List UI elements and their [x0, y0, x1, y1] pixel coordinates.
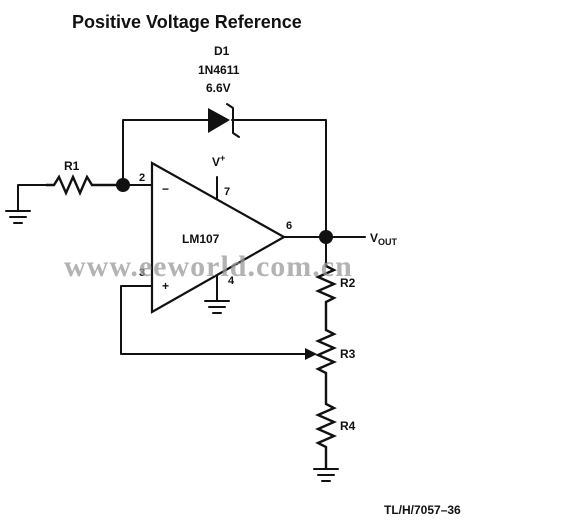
- opamp-pin3-label: 3: [139, 267, 145, 279]
- diode-triangle: [208, 108, 230, 133]
- diode-voltage-label: 6.6V: [206, 81, 231, 95]
- resistor-r4: [315, 395, 337, 468]
- zener-cathode-bar: [226, 103, 240, 138]
- watermark-text: www.eeworld.com.cn: [64, 250, 353, 283]
- resistor-r1: [46, 174, 123, 196]
- noninverting-feedback-wire: [120, 285, 317, 360]
- ground-symbol-r1: [5, 184, 47, 224]
- opamp-lm107: LM107 − + 2 3 6 7 4: [139, 161, 292, 314]
- ground-symbol-pin4: [204, 275, 230, 314]
- supply-label: V+: [212, 153, 225, 169]
- opamp-plus-sign: +: [162, 279, 169, 293]
- opamp-pin7-label: 7: [224, 186, 230, 198]
- opamp-pin2-label: 2: [139, 172, 145, 184]
- feedback-wire-left: [122, 119, 209, 186]
- output-label: VOUT: [370, 231, 398, 247]
- resistor-r2-label: R2: [340, 276, 356, 290]
- opamp-minus-sign: −: [162, 182, 169, 196]
- opamp-part-label: LM107: [182, 232, 220, 246]
- feedback-path: [122, 119, 327, 238]
- resistor-r3-label: R3: [340, 347, 356, 361]
- opamp-triangle: [150, 161, 287, 314]
- zener-diode-d1: [208, 103, 240, 138]
- diode-ref-label: D1: [214, 44, 230, 58]
- resistor-r2: [315, 262, 337, 322]
- diode-part-label: 1N4611: [198, 63, 240, 77]
- opamp-pin4-label: 4: [228, 275, 235, 287]
- ground-symbol-divider: [313, 468, 339, 482]
- resistor-r1-label: R1: [64, 159, 80, 173]
- feedback-wire-right: [231, 119, 327, 238]
- figure-id: TL/H/7057–36: [384, 503, 461, 517]
- opamp-pin6-label: 6: [286, 220, 292, 232]
- diagram-title: Positive Voltage Reference: [72, 12, 302, 32]
- wiper-arrow: [305, 348, 317, 360]
- resistor-r3: [315, 322, 337, 395]
- resistor-r4-label: R4: [340, 419, 356, 433]
